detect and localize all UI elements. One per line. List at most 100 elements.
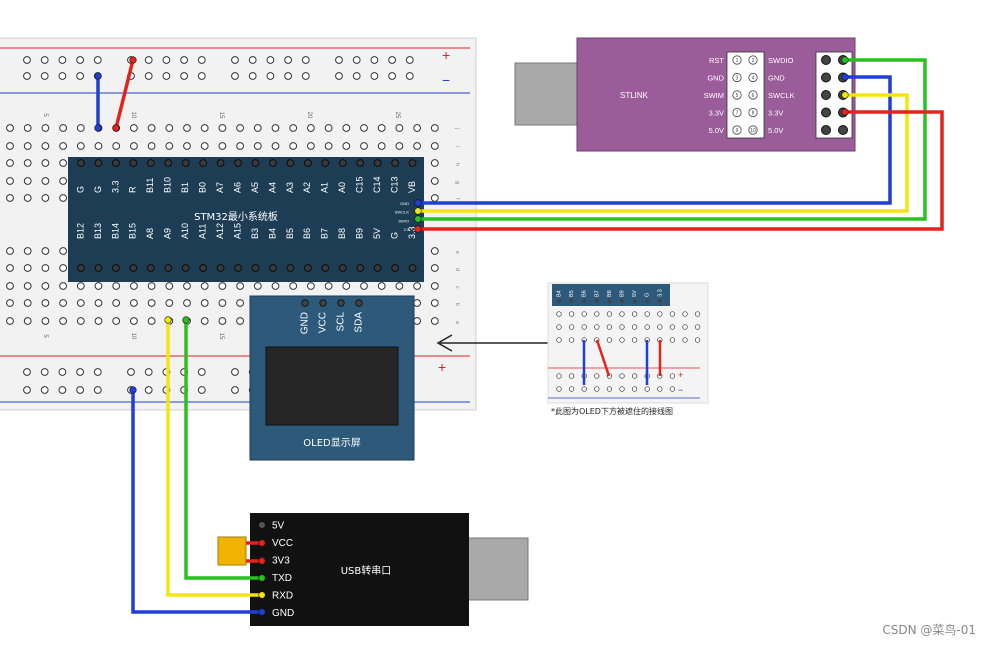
breadboard-hole — [58, 368, 67, 376]
wire-green-swdio — [418, 58, 927, 221]
stm32-pin-label: G — [389, 232, 399, 239]
stm32-pin-label: A11 — [198, 224, 208, 239]
wire-red-3v3 — [418, 110, 944, 231]
breadboard-hole — [197, 368, 206, 376]
inset-hole — [669, 386, 676, 392]
stlink-header-pin — [838, 125, 848, 135]
breadboard-hole — [430, 299, 439, 307]
stlink-left-label: RST — [709, 56, 724, 65]
stlink-pin-number — [732, 55, 742, 65]
breadboard-hole — [94, 142, 103, 150]
breadboard-hole — [147, 299, 156, 307]
stm32-pin-label: A15 — [232, 223, 242, 239]
rail-plus-top: + — [442, 47, 450, 63]
stm32-pin — [391, 264, 400, 272]
inset-hole — [644, 311, 650, 317]
breadboard-hole — [23, 177, 32, 185]
breadboard-hole — [200, 317, 209, 325]
stm32-pin — [286, 159, 295, 167]
stlink-title: STLINK — [620, 91, 649, 100]
stm32-pin — [373, 264, 382, 272]
stm32-pin-label: A2 — [302, 182, 312, 193]
breadboard-hole — [112, 142, 121, 150]
breadboard-hole — [266, 56, 275, 64]
breadboard-hole — [395, 142, 404, 150]
wire-end-dot — [94, 124, 102, 132]
breadboard-hole — [23, 317, 32, 325]
inset-hole — [682, 337, 688, 343]
breadboard-hole — [23, 72, 31, 80]
breadboard-hole — [289, 124, 298, 132]
stm32-pin — [199, 264, 208, 272]
breadboard-hole — [388, 72, 397, 80]
usb-serial-pin-label: TXD — [272, 573, 292, 584]
breadboard-hole — [59, 177, 67, 185]
oled-pin-label: GND — [300, 312, 311, 334]
wire-yellow-rxd — [166, 320, 262, 597]
breadboard-hole — [76, 299, 85, 307]
breadboard-hole — [162, 72, 171, 80]
usb-serial-pin — [259, 522, 265, 528]
wire-end-dot — [129, 56, 137, 64]
breadboard-hole — [76, 368, 84, 376]
breadboard-hole — [307, 142, 315, 150]
stlink-left-label: GND — [707, 74, 724, 83]
usb-serial-pin-label: 3V3 — [272, 556, 290, 567]
stlink-right-label: 5.0V — [768, 126, 783, 135]
stm32-pin — [216, 264, 225, 272]
stm32-pin-label: B6 — [302, 228, 312, 239]
breadboard-hole — [6, 247, 14, 255]
breadboard-hole — [413, 142, 422, 150]
stlink-header-pin — [821, 55, 831, 65]
wire-end-dot — [182, 316, 190, 324]
wire-end-dot — [414, 207, 422, 215]
jumper-cap — [217, 536, 247, 566]
stm32-pin — [408, 264, 417, 272]
stm32-pin — [199, 159, 208, 167]
row-letter: g — [454, 181, 460, 184]
breadboard-hole — [413, 124, 422, 132]
oled-title: OLED显示屏 — [303, 437, 360, 449]
breadboard-hole — [23, 124, 32, 132]
inset-hole — [556, 337, 562, 343]
stm32-pin — [94, 264, 103, 272]
stm32-pin-label: B15 — [128, 223, 138, 239]
stm32-pin — [181, 264, 190, 272]
breadboard-hole — [324, 282, 333, 290]
breadboard-hole — [23, 159, 32, 167]
breadboard-hole — [59, 247, 67, 255]
wire-end-dot — [841, 91, 849, 99]
watermark: CSDN @菜鸟-01 — [882, 622, 976, 637]
inset-hole — [619, 386, 625, 392]
usb-serial-pin-label: 5V — [272, 521, 285, 532]
stlink-header-pin — [821, 72, 831, 83]
inset-hole — [631, 324, 638, 330]
breadboard-hole — [23, 264, 32, 272]
stm32-pin-label: B8 — [337, 228, 347, 239]
inset-hole — [581, 386, 587, 392]
stm32-pin-label: B12 — [75, 223, 85, 239]
stm32-pin — [356, 159, 365, 167]
breadboard-hole — [147, 317, 156, 325]
inset-pin — [607, 299, 612, 303]
breadboard-hole — [127, 368, 135, 376]
stm32-pin-label: C15 — [355, 176, 365, 193]
breadboard-hole — [94, 317, 103, 325]
stm32-pin-label: 5V — [372, 228, 382, 239]
row-letter: b — [454, 303, 460, 306]
stlink-pin-number — [732, 107, 742, 118]
inset-hole — [568, 386, 575, 392]
oled-pin — [355, 299, 363, 307]
inset-hole — [581, 324, 587, 330]
stm32-pin-label: B11 — [145, 178, 155, 193]
breadboard-hole — [147, 282, 156, 290]
breadboard-hole — [430, 264, 439, 272]
breadboard-hole — [395, 282, 404, 290]
usb-serial-pin-label: VCC — [272, 538, 293, 549]
breadboard-hole — [335, 56, 343, 64]
stm32-pin — [286, 264, 295, 272]
